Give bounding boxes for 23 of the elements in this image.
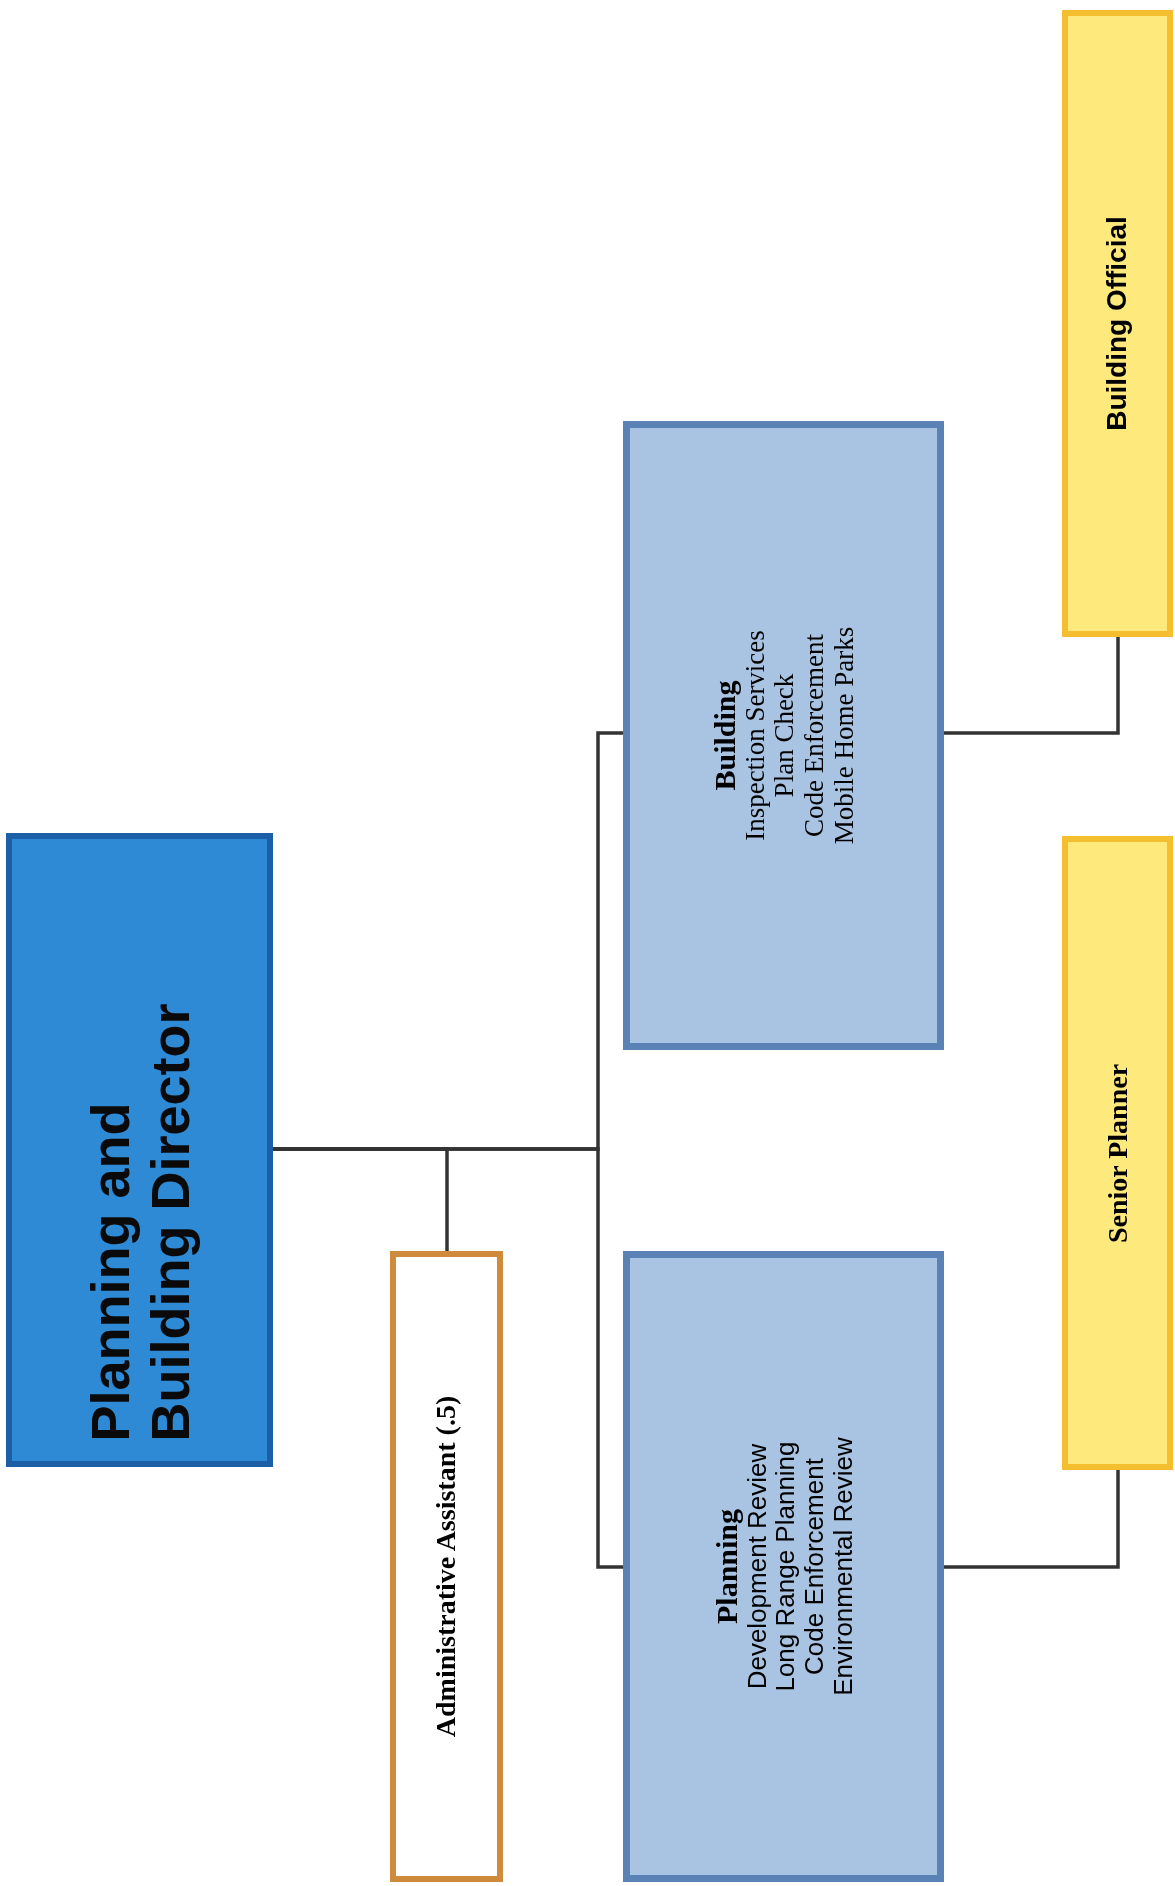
title-text: Senior Planner	[1102, 1063, 1133, 1243]
director-box	[6, 833, 273, 1467]
connector-line	[273, 1147, 623, 1569]
item-text: Code Enforcement	[800, 1458, 829, 1675]
position-box	[1062, 10, 1173, 637]
item-text: Environmental Review	[828, 1437, 858, 1696]
item-text: Code Enforcement	[800, 633, 830, 838]
connector-line	[944, 637, 1120, 735]
position-box	[390, 1251, 503, 1882]
position-box	[1062, 836, 1173, 1470]
heading-text: Building	[707, 680, 741, 791]
title-text: Building Official	[1102, 216, 1133, 431]
connector-line	[944, 1470, 1120, 1569]
heading-text: Planning	[709, 1508, 743, 1625]
item-text: Plan Check	[770, 673, 800, 798]
division-box	[623, 421, 944, 1050]
title-text: Planning and Building Director	[80, 1002, 199, 1441]
item-text: Development Review	[742, 1443, 772, 1690]
item-text: Long Range Planning	[771, 1441, 800, 1692]
item-text: Inspection Services	[740, 630, 771, 841]
division-box	[623, 1251, 944, 1882]
title-text: Administrative Assistant (.5)	[431, 1395, 462, 1738]
item-text: Mobile Home Parks	[829, 626, 860, 845]
